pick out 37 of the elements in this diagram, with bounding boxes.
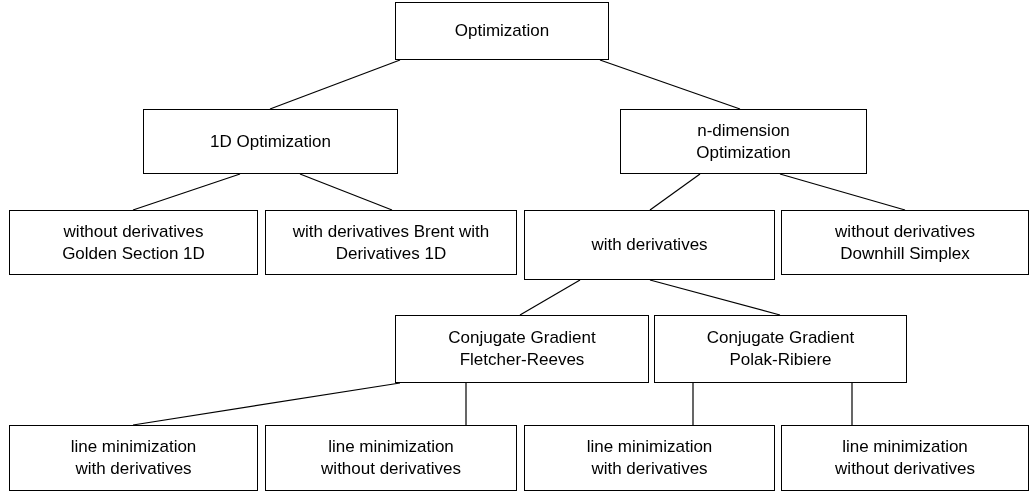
connector-line	[649, 173, 701, 211]
connector-line	[599, 59, 741, 110]
node-box	[524, 425, 775, 491]
connector-line	[299, 173, 393, 211]
node-box	[265, 425, 517, 491]
node-label: Conjugate Gradient Polak-Ribiere	[705, 327, 856, 371]
connector-line	[132, 173, 241, 211]
node-box	[265, 210, 517, 275]
node-label: with derivatives Brent with Derivatives 1D	[291, 220, 491, 265]
node-box	[781, 425, 1029, 491]
node-box	[9, 425, 258, 491]
node-label: without derivatives Downhill Simplex	[834, 220, 976, 265]
connector-line	[851, 382, 853, 426]
connector-line	[465, 382, 467, 426]
connector-line	[269, 59, 401, 110]
node-box	[395, 2, 609, 60]
connector-line	[519, 279, 581, 316]
node-box	[781, 210, 1029, 275]
node-label: 1D Optimization	[210, 130, 331, 153]
node-label: line minimization without derivatives	[834, 436, 976, 480]
node-label: Optimization	[454, 20, 550, 42]
node-label: n-dimension Optimization	[695, 119, 792, 164]
connector-line	[692, 382, 694, 426]
node-label: with derivatives	[591, 234, 708, 256]
node-box	[654, 315, 907, 383]
node-box	[620, 109, 867, 174]
node-label: Conjugate Gradient Fletcher-Reeves	[447, 327, 597, 371]
node-box	[524, 210, 775, 280]
connector-line	[779, 173, 906, 211]
node-label: line minimization with derivatives	[585, 436, 714, 480]
node-label: without derivatives Golden Section 1D	[61, 220, 206, 265]
node-box	[9, 210, 258, 275]
node-box	[143, 109, 398, 174]
node-label: line minimization without derivatives	[320, 436, 462, 480]
node-label: line minimization with derivatives	[69, 436, 198, 480]
connector-line	[649, 279, 781, 316]
node-box	[395, 315, 649, 383]
